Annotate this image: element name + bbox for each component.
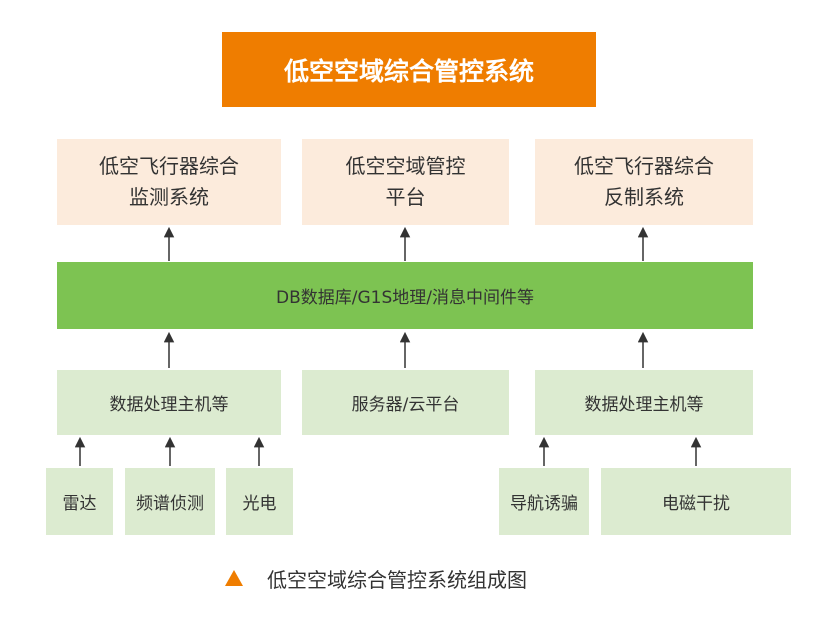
source-box-electro-optical: 光电 — [226, 468, 293, 535]
processing-box-left: 数据处理主机等 — [57, 370, 281, 435]
source-box-spectrum-detection: 频谱侦测 — [125, 468, 215, 535]
processing-box-right: 数据处理主机等 — [535, 370, 753, 435]
system-box-countermeasure-line1: 低空飞行器综合 — [574, 154, 714, 178]
system-box-countermeasure-line2: 反制系统 — [604, 185, 684, 209]
figure-caption-text: 低空空域综合管控系统组成图 — [267, 567, 527, 592]
source-box-navigation-spoofing: 导航诱骗 — [499, 468, 589, 535]
middleware-bar: DB数据库/G1S地理/消息中间件等 — [57, 262, 753, 329]
figure-caption: 低空空域综合管控系统组成图 — [225, 561, 527, 595]
source-box-electromagnetic-jamming: 电磁干扰 — [601, 468, 791, 535]
diagram-title: 低空空域综合管控系统 — [222, 32, 596, 107]
system-box-control-platform-line2: 平台 — [385, 185, 426, 209]
system-box-monitoring: 低空飞行器综合 监测系统 — [57, 139, 281, 225]
system-box-control-platform-line1: 低空空域管控 — [345, 154, 466, 178]
processing-box-center: 服务器/云平台 — [302, 370, 509, 435]
system-box-monitoring-line2: 监测系统 — [129, 185, 209, 209]
source-box-radar: 雷达 — [46, 468, 113, 535]
system-box-countermeasure: 低空飞行器综合 反制系统 — [535, 139, 753, 225]
system-box-monitoring-line1: 低空飞行器综合 — [99, 154, 239, 178]
triangle-icon — [225, 570, 243, 586]
system-box-control-platform: 低空空域管控 平台 — [302, 139, 509, 225]
